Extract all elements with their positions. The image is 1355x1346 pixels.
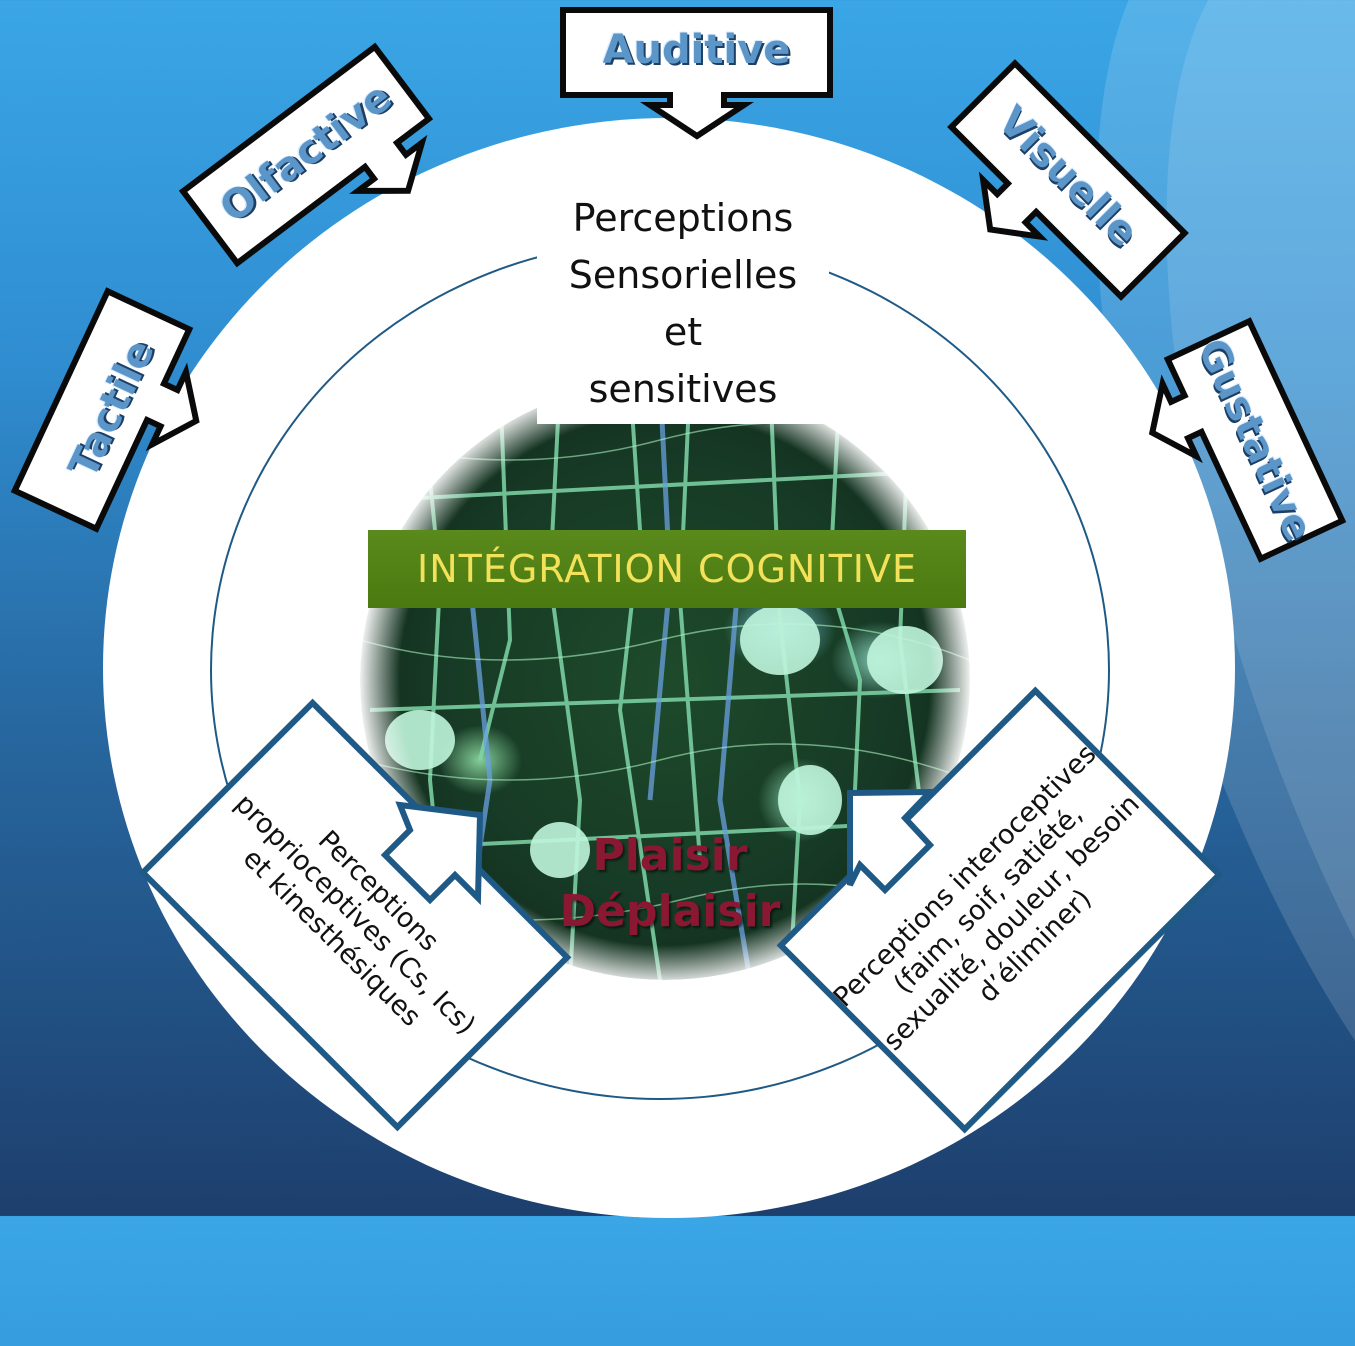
auditive-label: Auditive [602,27,791,73]
gustative-callout [1148,317,1347,563]
center-title-background [537,188,829,424]
displeasure-label: Déplaisir [559,886,781,937]
center-title-line-1: Perceptions [572,196,794,240]
center-title-line-2: Sensorielles [568,253,798,297]
center-title-line-3: et [663,310,703,354]
proprioceptive-arrow [380,801,484,906]
sense-callouts-graphic [10,7,1347,1134]
proprioceptive-callout [138,698,572,1132]
integration-band [368,530,966,608]
pleasure-displeasure-label: Plaisir Déplaisir [520,828,820,940]
integration-label: INTÉGRATION COGNITIVE [417,547,917,591]
tactile-callout [10,287,200,533]
pleasure-label: Plaisir [592,830,748,881]
interoceptive-arrow [847,788,938,895]
interoceptive-callout [776,686,1224,1134]
olfactive-callout [178,42,434,268]
auditive-callout [560,7,833,140]
center-title-line-4: sensitives [588,367,778,411]
visuelle-callout [947,59,1189,301]
center-title: Perceptions Sensorielles et sensitives [537,190,829,418]
